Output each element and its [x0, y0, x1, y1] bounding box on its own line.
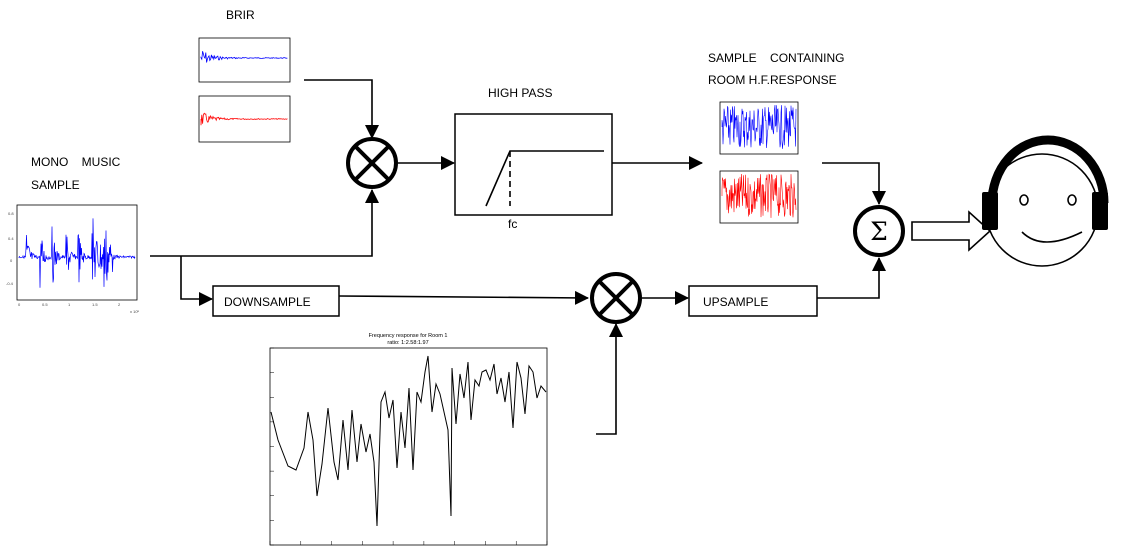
high-pass-label: HIGH PASS — [488, 86, 552, 100]
svg-text:1.5: 1.5 — [92, 302, 98, 307]
brir-right-plot — [198, 95, 291, 143]
freqresponse-to-multiplier-arrow — [596, 323, 623, 435]
hf-response-left-plot — [719, 101, 799, 155]
room-hf-response-label: ROOM H.F.RESPONSE — [708, 73, 837, 87]
summation-node: Σ — [853, 205, 905, 257]
downsample-block: DOWNSAMPLE — [212, 285, 340, 317]
mono-music-plot: 0.8 0.4 0 -0.4 0 0.5 1 1.5 2 x 10⁵ — [6, 204, 140, 314]
brir-to-multiplier-arrow — [304, 79, 379, 139]
sigma-symbol: Σ — [870, 217, 888, 246]
svg-text:-0.4: -0.4 — [6, 281, 14, 286]
freq-plot-subtitle: ratio: 1:2.58:1.97 — [387, 340, 428, 346]
mono-music-label: MONO MUSIC — [31, 155, 121, 169]
multiplier-top — [346, 137, 398, 189]
svg-text:x 10⁵: x 10⁵ — [130, 309, 140, 314]
fc-label: fc — [508, 217, 517, 231]
brir-label: BRIR — [226, 8, 255, 22]
sample-containing-label: SAMPLE CONTAINING — [708, 51, 844, 65]
mono-to-downsample-arrow — [180, 256, 213, 306]
samples-to-sum-arrow — [822, 162, 886, 205]
high-pass-filter-block — [454, 113, 613, 216]
mono-to-multiplier-arrow — [150, 189, 379, 257]
svg-text:0.4: 0.4 — [8, 236, 14, 241]
brir-left-plot — [198, 37, 291, 83]
svg-text:0: 0 — [18, 302, 21, 307]
downsample-to-multiplier-arrow — [338, 290, 589, 305]
output-hollow-arrow — [911, 210, 992, 252]
downsample-label: DOWNSAMPLE — [224, 295, 311, 309]
frequency-response-plot: Frequency response for Room 1 ratio: 1:2… — [269, 333, 548, 546]
multiplier-bottom — [590, 272, 642, 324]
svg-text:0.8: 0.8 — [8, 211, 14, 216]
upsample-to-sum-arrow — [817, 257, 886, 299]
mono-sample-label: SAMPLE — [31, 178, 80, 192]
headphones-icon — [982, 135, 1109, 230]
hf-response-right-plot — [719, 170, 799, 224]
upsample-label: UPSAMPLE — [703, 295, 768, 309]
upsample-block: UPSAMPLE — [688, 285, 818, 317]
svg-text:0: 0 — [10, 258, 13, 263]
svg-text:1: 1 — [68, 302, 71, 307]
svg-text:2: 2 — [118, 302, 121, 307]
svg-text:0.5: 0.5 — [42, 302, 48, 307]
freq-plot-title: Frequency response for Room 1 — [369, 333, 448, 339]
